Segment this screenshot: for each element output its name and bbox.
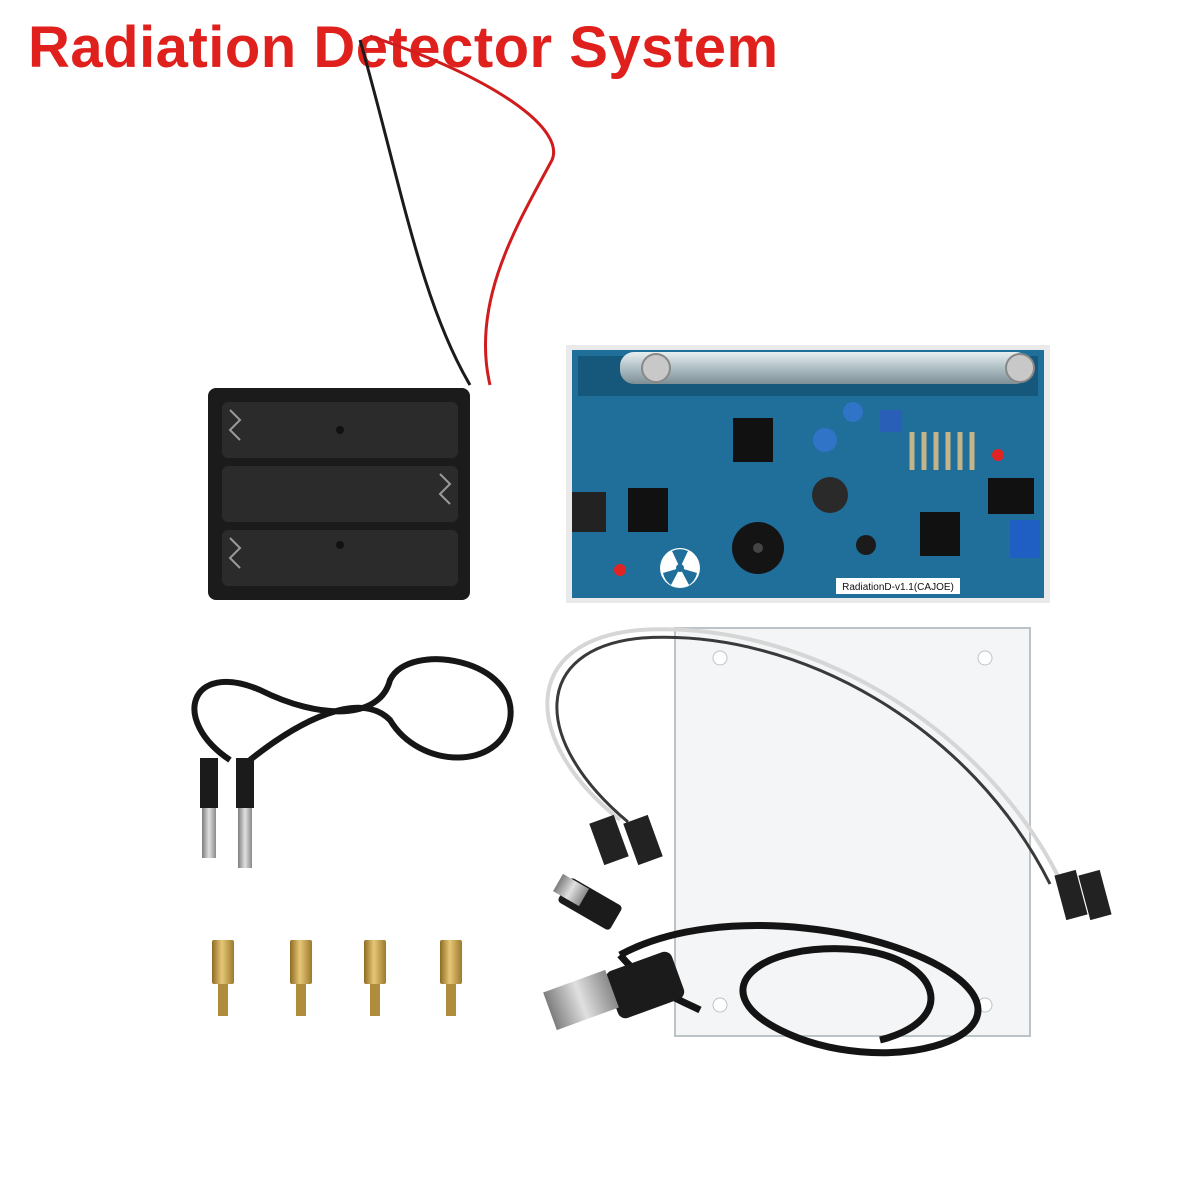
led: [992, 449, 1004, 461]
inductor: [812, 477, 848, 513]
radiation-symbol: [660, 548, 700, 588]
audio-jack: [572, 492, 606, 532]
electrolytic-capacitor: [856, 535, 876, 555]
standoff: [364, 940, 386, 1016]
standoff: [212, 940, 234, 1016]
battery-wires: [358, 34, 556, 386]
audio-cable-3.5mm: [191, 656, 514, 868]
resistor-array: [909, 432, 975, 470]
battery-springs: [228, 409, 452, 569]
screw-terminal: [1010, 520, 1040, 558]
usb-to-dc-cable: [543, 873, 982, 1057]
ic-chip: [733, 418, 773, 462]
ceramic-capacitor: [843, 402, 863, 422]
ic-chip: [920, 512, 960, 556]
geiger-muller-tube: [620, 352, 1035, 384]
standoff: [290, 940, 312, 1016]
ceramic-capacitor: [813, 428, 837, 452]
dc-power-jack: [988, 478, 1034, 514]
standoff: [440, 940, 462, 1016]
acrylic-plate: [674, 627, 1031, 1037]
trimmer-potentiometer: [880, 410, 902, 432]
battery-holder: [208, 388, 470, 600]
brass-standoffs: [212, 940, 462, 1016]
dupont-jumper-wires: [545, 627, 1112, 921]
ic-chip: [628, 488, 668, 532]
board-version-label: RadiationD-v1.1(CAJOE): [842, 582, 954, 593]
led: [614, 564, 626, 576]
geiger-counter-pcb: RadiationD-v1.1(CAJOE): [566, 345, 1050, 603]
